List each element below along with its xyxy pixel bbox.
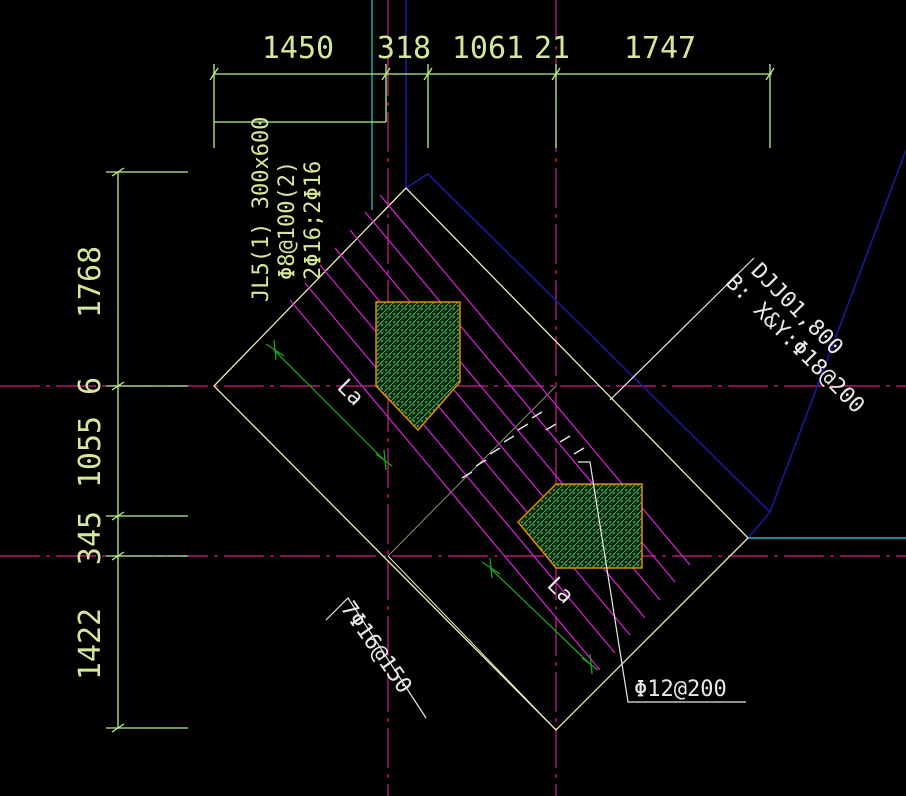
rebar-lines bbox=[289, 194, 691, 671]
top-dimension-chain bbox=[209, 64, 775, 148]
cyan-lines bbox=[371, 0, 906, 539]
rebar-label-2: Φ12@200 bbox=[634, 677, 727, 702]
footing-label: DJJ01,800 B: X&Y:Φ18@200 bbox=[720, 259, 869, 419]
beam-label-line1: JL5(1) 300x600 bbox=[249, 117, 274, 302]
column-1 bbox=[375, 301, 461, 432]
beam-label-line2: Φ8@100(2) bbox=[275, 161, 300, 280]
footing-leader bbox=[609, 257, 755, 401]
top-dim-4: 21 bbox=[534, 31, 570, 66]
anchor-label-1: La bbox=[332, 375, 368, 411]
rebar-leader-1 bbox=[325, 597, 427, 719]
footing-inner-2 bbox=[387, 385, 557, 557]
rebar-leader-2 bbox=[578, 461, 746, 703]
rebar-label-1: 7Φ16@150 bbox=[335, 597, 416, 698]
top-dim-3: 1061 bbox=[452, 31, 524, 66]
beam-label-line3: 2Φ16;2Φ16 bbox=[301, 161, 326, 280]
beam-outline-bottom-2 bbox=[747, 511, 771, 539]
anchor-lines bbox=[265, 339, 599, 675]
top-dim-2: 318 bbox=[377, 31, 431, 66]
top-dim-1: 1450 bbox=[262, 31, 334, 66]
left-dim-1: 1768 bbox=[73, 246, 108, 318]
left-dimension-chain bbox=[106, 167, 188, 733]
rebar-ticks bbox=[461, 411, 585, 479]
column-2 bbox=[516, 483, 643, 569]
left-dim-4: 345 bbox=[73, 511, 108, 565]
beam-outline-right bbox=[769, 149, 906, 513]
footing-inner-1 bbox=[387, 555, 557, 731]
left-dim-3: 1055 bbox=[73, 416, 108, 488]
left-dim-2: 6 bbox=[73, 377, 108, 395]
top-dim-5: 1747 bbox=[624, 31, 696, 66]
beam-label: JL5(1) 300x600 Φ8@100(2) 2Φ16;2Φ16 bbox=[249, 117, 326, 302]
left-dim-5: 1422 bbox=[73, 608, 108, 680]
beam-outline-left bbox=[405, 0, 771, 513]
